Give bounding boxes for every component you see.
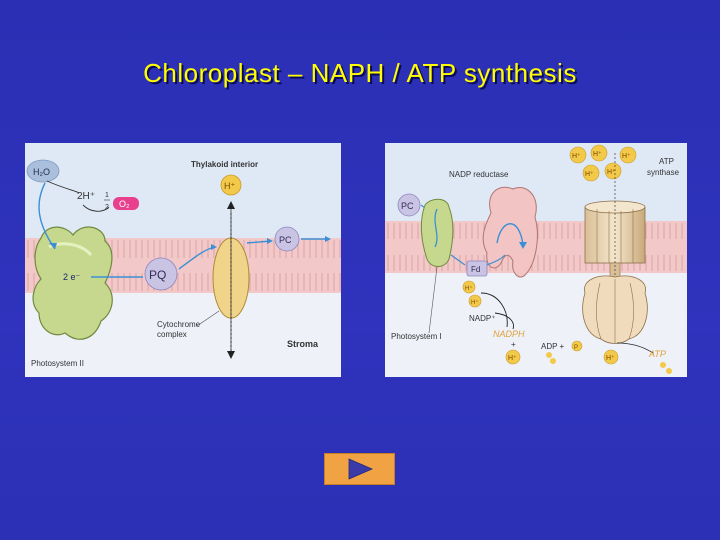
pq-molecule [144, 257, 178, 291]
fd-label: Fd [471, 265, 480, 274]
stroma-label: Stroma [287, 339, 319, 349]
nadp-reductase-shape [482, 186, 538, 278]
photosystem-ii-shape [32, 226, 113, 340]
phosphate-molecule [571, 340, 583, 352]
h-plus-ion [582, 164, 600, 182]
diagram-photosystem-ii: H₂O 2H⁺ 1 2 O₂ Thylakoid interior H⁺ PC … [25, 143, 341, 377]
h-plus-ion [604, 162, 622, 180]
h-plus-ion [505, 349, 521, 365]
svg-text:H⁺: H⁺ [622, 153, 631, 160]
nadph-label: NADPH [493, 329, 525, 339]
fd-molecule [466, 260, 488, 277]
phosphate-label: P [574, 345, 578, 351]
pc-molecule [397, 193, 421, 217]
photosystem-ii-label: Photosystem II [31, 359, 84, 368]
svg-text:H⁺: H⁺ [607, 169, 616, 176]
atp-synthase-label-line2: synthase [647, 168, 680, 177]
svg-text:H⁺: H⁺ [585, 171, 594, 178]
svg-text:PC: PC [401, 201, 414, 211]
two-h-plus-label: 2H⁺ [77, 191, 95, 202]
diagram-photosystem-i: H⁺ H⁺ H⁺ H⁺ H⁺ NADP reductase ATP syntha… [385, 143, 687, 377]
svg-text:H⁺: H⁺ [593, 151, 602, 158]
h-plus-label: H⁺ [224, 181, 235, 191]
lumen-region [25, 143, 341, 238]
pc-molecule [274, 226, 300, 252]
two-electrons-label: 2 e⁻ [63, 272, 81, 282]
atp-label: ATP [648, 349, 666, 359]
svg-text:H⁺: H⁺ [606, 355, 615, 362]
h-plus-ion [220, 174, 242, 196]
plus-label: + [511, 340, 516, 349]
play-button[interactable] [324, 453, 395, 485]
h-plus-ion [619, 146, 637, 164]
nadp-reductase-label: NADP reductase [449, 170, 509, 179]
svg-text:H⁺: H⁺ [465, 285, 473, 292]
atp-synthase-label-line1: ATP [659, 157, 674, 166]
pq-label: PQ [149, 268, 166, 282]
o2-badge [113, 197, 139, 210]
h-plus-ion [462, 280, 476, 294]
h2o-molecule [26, 159, 60, 183]
o2-label: O₂ [119, 199, 130, 209]
svg-text:H⁺: H⁺ [572, 153, 581, 160]
half-numerator: 1 [105, 192, 109, 199]
thylakoid-interior-label: Thylakoid interior [191, 160, 258, 169]
h-plus-ion [603, 349, 619, 365]
h-plus-ion [590, 144, 608, 162]
pc-label: PC [279, 235, 292, 245]
svg-text:H⁺: H⁺ [508, 355, 517, 362]
slide-title: Chloroplast – NAPH / ATP synthesis [143, 58, 577, 88]
half-denominator: 2 [105, 204, 109, 211]
play-triangle-icon [348, 458, 374, 480]
svg-text:H⁺: H⁺ [471, 299, 479, 306]
cytochrome-label-line2: complex [157, 330, 187, 339]
adp-label: ADP + [541, 342, 565, 351]
h-plus-ion [569, 146, 587, 164]
h-plus-ion [468, 294, 482, 308]
nadp-plus-label: NADP⁺ [469, 314, 495, 323]
h2o-label: H₂O [33, 167, 50, 177]
cytochrome-label-line1: Cytochrome [157, 320, 201, 329]
photosystem-i-label: Photosystem I [391, 332, 442, 341]
